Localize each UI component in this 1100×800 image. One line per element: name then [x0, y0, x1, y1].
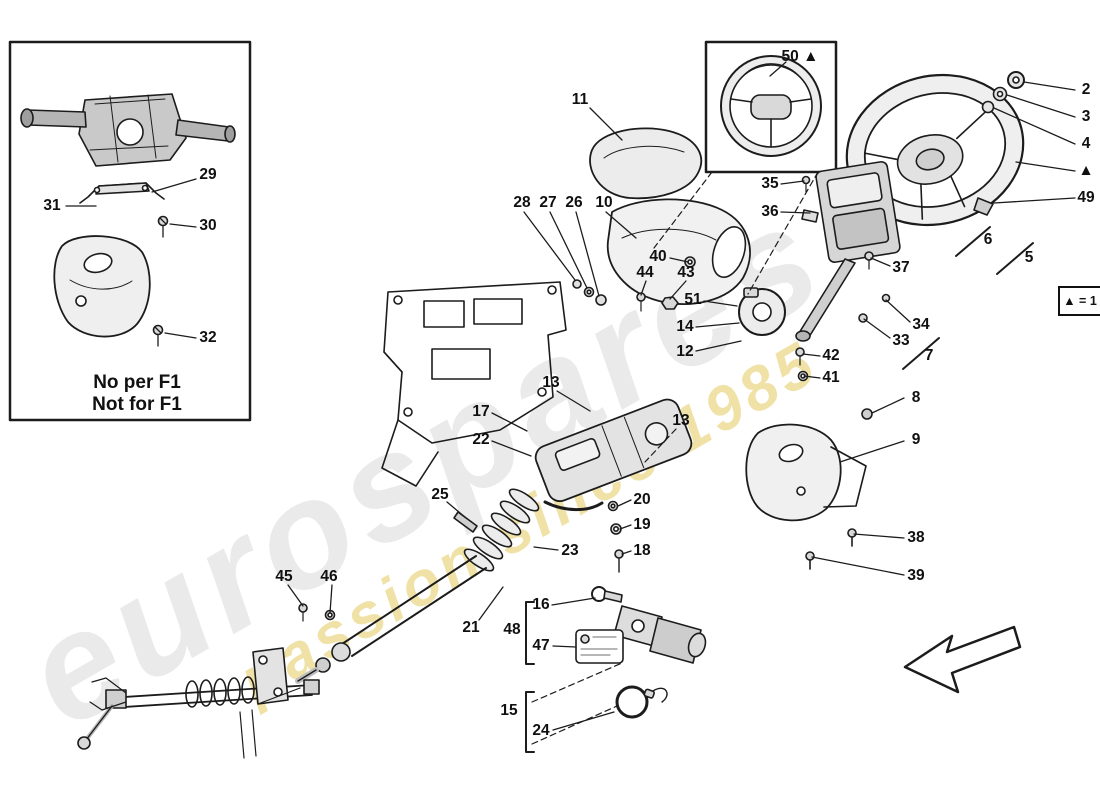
callout-32: 32 [199, 329, 217, 346]
callout-17: 17 [472, 403, 490, 420]
callout-37: 37 [892, 259, 910, 276]
callout-2: 2 [1081, 81, 1091, 98]
callout-9: 9 [911, 431, 921, 448]
legend-box: ▲ = 1 [1058, 286, 1100, 316]
antenna-ring-icon [615, 685, 668, 719]
callout-23: 23 [561, 542, 579, 559]
steering-wheel [845, 71, 1025, 227]
callout-49: 49 [1077, 189, 1095, 206]
inset-box-steering-wheel [704, 40, 838, 174]
f1-note-line2: Not for F1 [92, 394, 182, 415]
callout-31: 31 [43, 197, 61, 214]
callout-48: 48 [503, 621, 521, 638]
callout-11: 11 [571, 91, 589, 108]
callout-29: 29 [199, 166, 217, 183]
callout-45: 45 [275, 568, 293, 585]
boot-icon [463, 488, 540, 572]
callout-10: 10 [595, 194, 613, 211]
lower-shroud-icon [606, 198, 751, 305]
callout-39: 39 [907, 567, 925, 584]
key-code-card-icon [575, 629, 624, 664]
dash-frame-icon [381, 281, 567, 487]
bracket-lines [525, 226, 1034, 753]
steering-rack-icon [77, 647, 320, 759]
callout-18: 18 [633, 542, 651, 559]
callout-46: 46 [320, 568, 338, 585]
callout-30: 30 [199, 217, 217, 234]
callout-36: 36 [761, 203, 779, 220]
f1-note: No per F1 Not for F1 [30, 372, 244, 416]
callout-38: 38 [907, 529, 925, 546]
callout-14: 14 [676, 318, 694, 335]
callout-44: 44 [636, 264, 654, 281]
callout-21: 21 [462, 619, 480, 636]
pin-25-icon [453, 511, 478, 533]
callout-26: 26 [565, 194, 583, 211]
lower-shroud-f1-icon [53, 235, 151, 338]
callout-5: 5 [1024, 249, 1034, 266]
intermediate-shaft-icon [295, 555, 487, 684]
callout-47: 47 [532, 637, 550, 654]
grommet-8-icon [861, 408, 873, 420]
callout-40: 40 [649, 248, 667, 265]
upper-shroud-icon [589, 127, 703, 200]
callout-33: 33 [892, 332, 910, 349]
construction-lines [531, 171, 819, 745]
callout-3: 3 [1081, 108, 1091, 125]
leader-lines [65, 61, 1076, 731]
inset-box-f1 [8, 40, 252, 422]
callout-24: 24 [532, 722, 550, 739]
direction-arrow-icon [903, 625, 1022, 694]
ignition-lock-icon [591, 586, 707, 664]
callout-7: 7 [924, 347, 934, 364]
callout-42: 42 [822, 347, 840, 364]
uj-fasteners-icon [298, 603, 336, 622]
callout-28: 28 [513, 194, 531, 211]
callout-22: 22 [472, 431, 490, 448]
callout-19: 19 [633, 516, 651, 533]
shroud-fasteners-icon [572, 256, 696, 312]
callout-50: 50 ▲ [781, 48, 819, 65]
callout-51: 51 [684, 291, 702, 308]
f1-note-line1: No per F1 [93, 372, 181, 393]
tilt-bolts-icon [607, 500, 624, 573]
screw-30-icon [157, 215, 169, 238]
cover-screws-icon [805, 528, 857, 570]
callout-43: 43 [677, 264, 695, 281]
adjust-lever-icon [543, 500, 604, 512]
callout-34: 34 [912, 316, 930, 333]
wheel-fasteners-icon [973, 71, 1025, 216]
callout-4: 4 [1081, 135, 1091, 152]
callout-8: 8 [911, 389, 921, 406]
callout-35: 35 [761, 175, 779, 192]
callout-13a: 13 [542, 374, 560, 391]
callout-12: 12 [676, 343, 694, 360]
switch-bracket-icon [79, 182, 165, 204]
callout-41: 41 [822, 369, 840, 386]
callout-15: 15 [500, 702, 518, 719]
callout-13b: 13 [672, 412, 690, 429]
callout-27: 27 [539, 194, 557, 211]
lower-cover-icon [745, 423, 867, 522]
column-switch-module [795, 160, 901, 382]
callout-20: 20 [633, 491, 651, 508]
screw-32-icon [152, 324, 164, 347]
callout-16: 16 [532, 596, 550, 613]
callout-6: 6 [983, 231, 993, 248]
callout-triangle: ▲ [1078, 162, 1094, 179]
column-housing-icon [534, 398, 693, 503]
callout-25: 25 [431, 486, 449, 503]
clockspring-icon [738, 287, 786, 336]
column-switch-assembly-icon [20, 93, 236, 167]
